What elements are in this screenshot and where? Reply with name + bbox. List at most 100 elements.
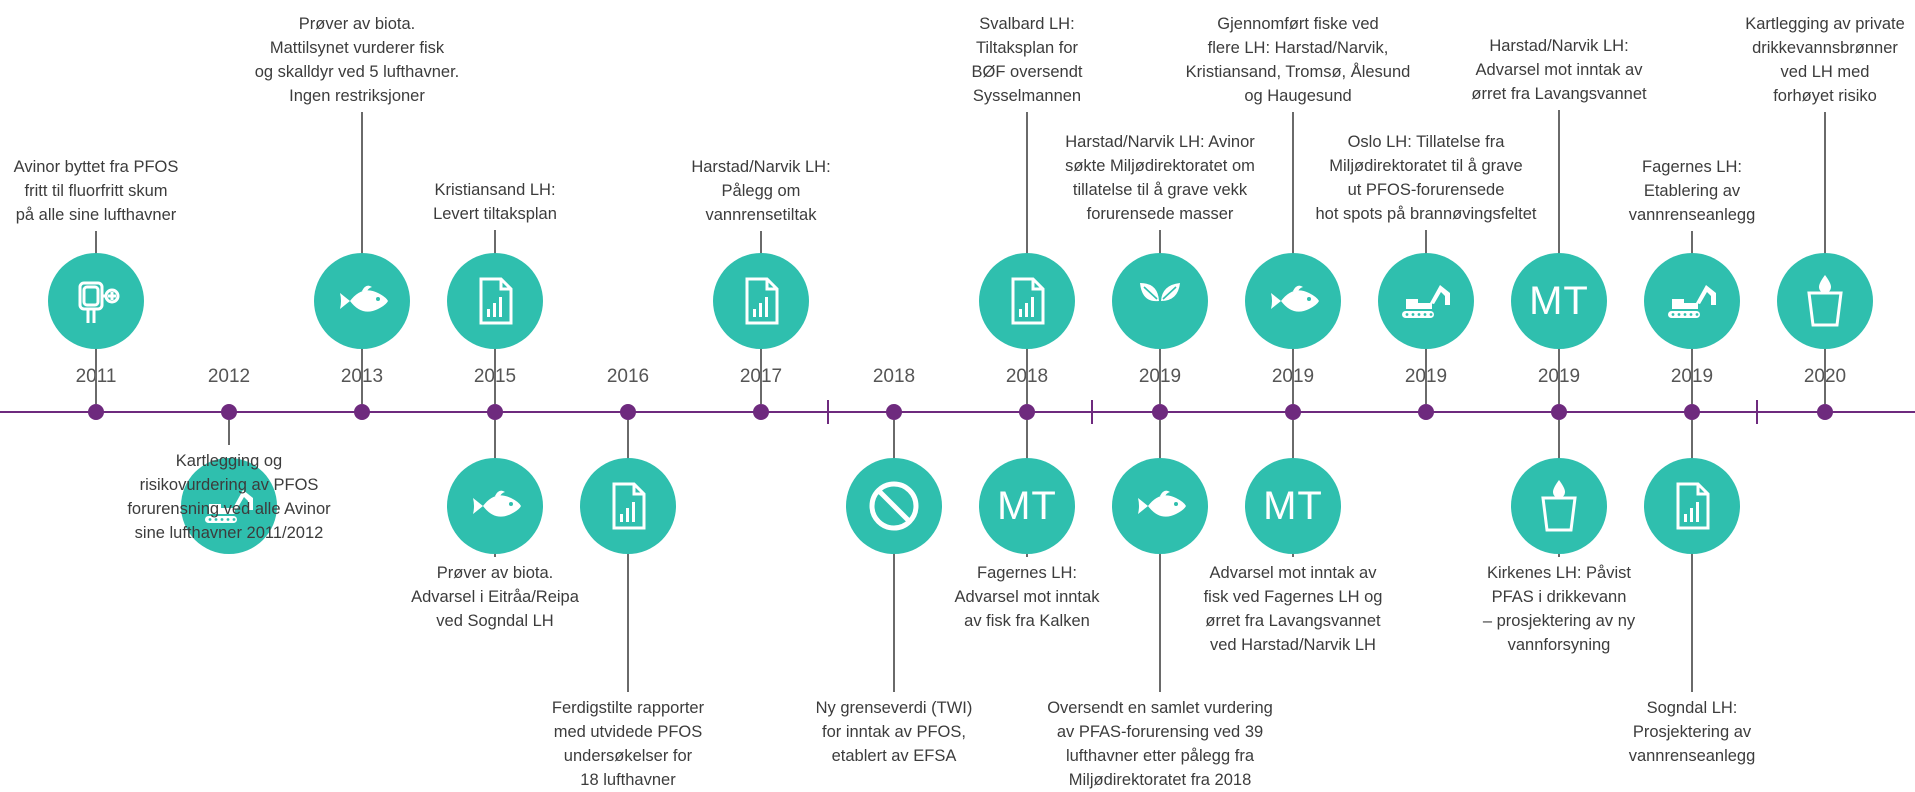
description-line: med utvidede PFOS [553,723,703,741]
fire-hose-icon [48,253,144,349]
description-line: og Haugesund [1244,87,1352,105]
mt-label: MT [1529,278,1589,323]
description-line: forurensning ved alle Avinor [127,500,331,518]
description-line: Kristiansand, Tromsø, Ålesund [1185,63,1411,81]
description-line: etablert av EFSA [831,747,957,765]
timeline-divider [1756,400,1758,424]
timeline-dot [1285,404,1301,420]
description-line: Avinor byttet fra PFOS [13,158,179,176]
timeline-dot [88,404,104,420]
document-icon [447,253,543,349]
timeline-divider [1091,400,1093,424]
description-line: flere LH: Harstad/Narvik, [1207,39,1389,57]
excavator-icon [181,458,277,554]
description-line: risikovurdering av PFOS [139,476,319,494]
description-line: Tiltaksplan for [975,39,1079,57]
description-line: Fagernes LH: [977,564,1077,582]
description-line: Prøver av biota. [298,15,416,33]
description-line: Pålegg om [721,182,801,200]
description-line: Ferdigstilte rapporter [551,699,705,717]
description-line: Sogndal LH: [1646,699,1738,717]
timeline-dot [753,404,769,420]
description-line: sine lufthavner 2011/2012 [134,524,324,542]
description-line: ved Harstad/Narvik LH [1210,636,1376,654]
timeline-dot [1551,404,1567,420]
description-line: Kristiansand LH: [434,181,556,199]
description-line: vannforsyning [1507,636,1611,654]
document-icon [979,253,1075,349]
water-glass-icon [1511,458,1607,554]
event-description: Prøver av biota. Mattilsynet vurderer fis… [232,12,482,108]
description-line: Sysselmannen [972,87,1082,105]
description-line: Harstad/Narvik LH: [691,158,831,176]
description-line: forhøyet risiko [1773,87,1877,105]
description-line: av fisk fra Kalken [964,612,1090,630]
fish-icon [314,253,410,349]
timeline-divider [827,400,829,424]
timeline-dot [354,404,370,420]
timeline-dot [1817,404,1833,420]
description-line: Advarsel i Eitråa/Reipa [411,588,579,606]
description-line: Kartlegging av private [1745,15,1905,33]
description-line: og skalldyr ved 5 lufthavner. [254,63,460,81]
description-line: Miljødirektoratet til å grave [1329,157,1523,175]
event-description: Ny grenseverdi (TWI) for inntak av PFOS, e… [769,696,1019,768]
timeline-dot [1418,404,1434,420]
mt-label: MT [1263,483,1323,528]
timeline-dot [1019,404,1035,420]
description-line: Mattilsynet vurderer fisk [269,39,445,57]
connector-line [228,420,230,445]
description-line: fisk ved Fagernes LH og [1203,588,1383,606]
description-line: Ingen restriksjoner [289,87,425,105]
description-line: Levert tiltaksplan [433,205,557,223]
excavator-icon [1644,253,1740,349]
document-icon [580,458,676,554]
water-glass-icon [1777,253,1873,349]
timeline-dot [886,404,902,420]
description-line: for inntak av PFOS, [822,723,966,741]
description-line: lufthavner etter pålegg fra [1065,747,1255,765]
description-line: Advarsel mot inntak av [1475,61,1643,79]
fish-icon [1245,253,1341,349]
document-icon [713,253,809,349]
timeline-dot [221,404,237,420]
description-line: Prøver av biota. [436,564,554,582]
description-line: Harstad/Narvik LH: [1489,37,1629,55]
connector-line [893,420,895,692]
year-label: 2018 [872,366,916,387]
prohibited-icon [846,458,942,554]
description-line: ut PFOS-forurensede [1347,181,1505,199]
description-line: søkte Miljødirektoratet om [1065,157,1255,175]
fish-icon [447,458,543,554]
description-line: vannrensetiltak [705,206,817,224]
connector-line [627,420,629,692]
description-line: Kirkenes LH: Påvist [1487,564,1631,582]
connector-line [1691,420,1693,692]
description-line: Ny grenseverdi (TWI) [815,699,973,717]
mt-label: MT [997,483,1057,528]
description-line: ørret fra Lavangsvannet [1205,612,1381,630]
description-line: Fagernes LH: [1642,158,1742,176]
document-icon [1644,458,1740,554]
event-description: Harstad/Narvik LH: Advarsel mot inntak av… [1434,34,1684,106]
timeline-dot [620,404,636,420]
description-line: forurensede masser [1086,205,1234,223]
description-line: av PFAS-forurensing ved 39 [1056,723,1264,741]
description-line: vannrenseanlegg [1628,206,1756,224]
description-line: – prosjektering av ny [1482,612,1636,630]
description-line: 18 lufthavner [580,771,676,789]
description-line: hot spots på brannøvingsfeltet [1315,205,1537,223]
